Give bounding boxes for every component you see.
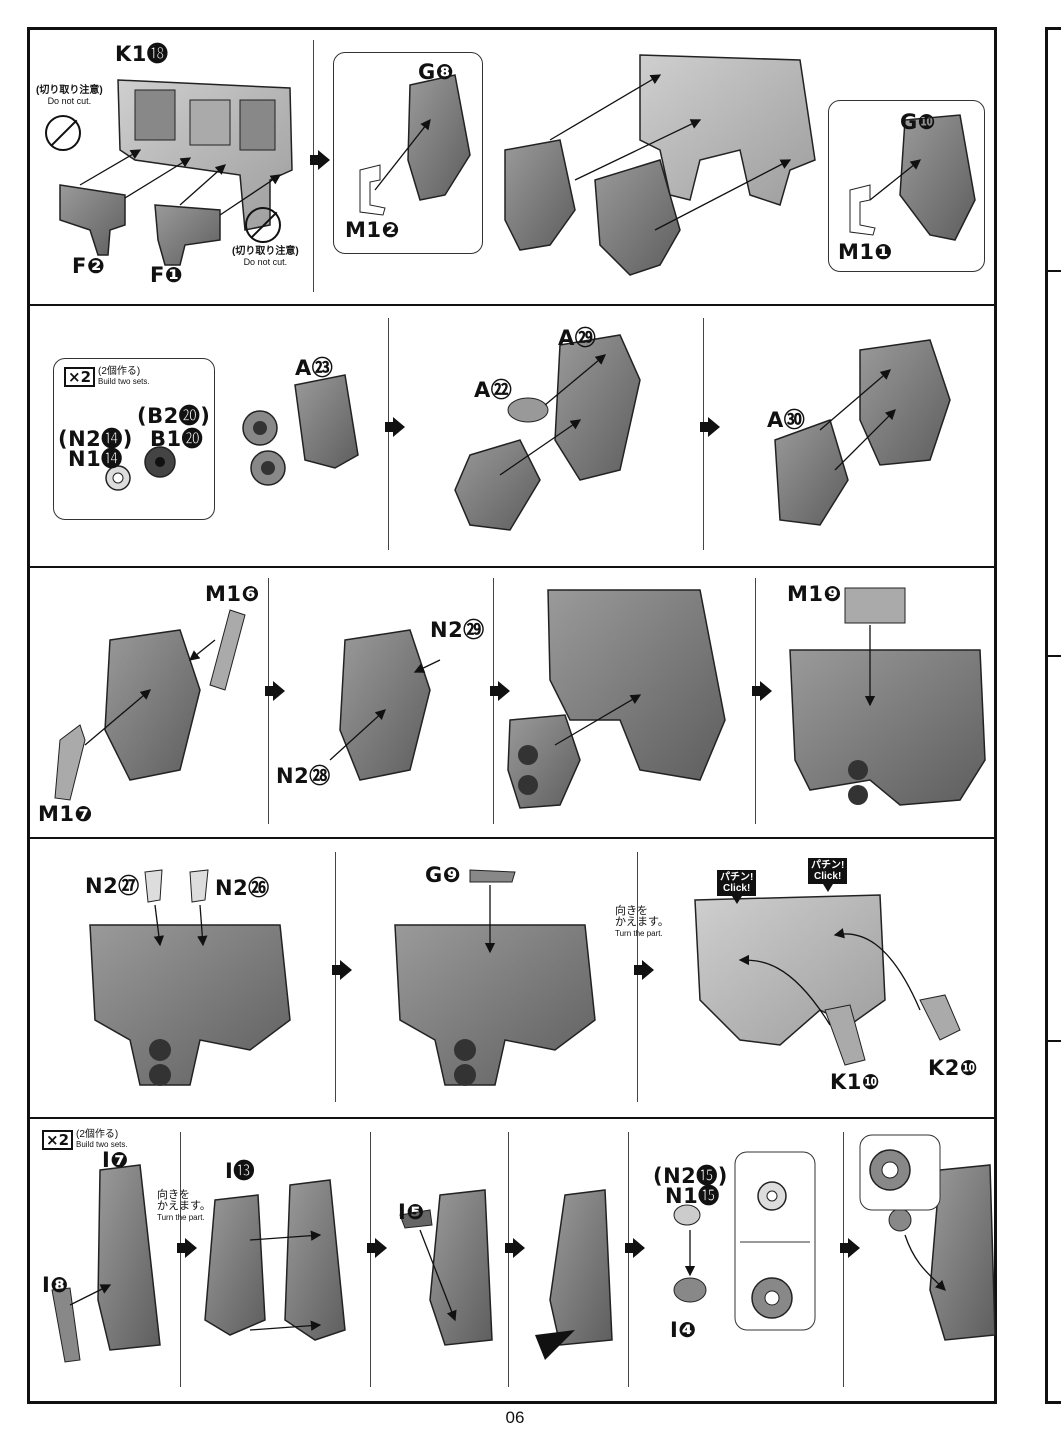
substep-divider (180, 1132, 181, 1387)
label-n2-15: (N2⓯) (653, 1164, 728, 1188)
click-callout-left: パチン!Click! (717, 870, 757, 904)
label-n2-28: N2㉘ (276, 764, 331, 788)
step-arrow (177, 1238, 197, 1258)
callout-x2-joint (53, 358, 215, 520)
substep-divider (628, 1132, 629, 1387)
label-n2-27: N2㉗ (85, 874, 140, 898)
page-number: 06 (505, 1408, 525, 1427)
step-arrow (332, 960, 352, 980)
step-arrow (265, 681, 285, 701)
label-g8: G❽ (418, 60, 455, 84)
substep-divider (268, 578, 269, 824)
label-m1-1: M1❶ (838, 240, 893, 264)
step-arrow (625, 1238, 645, 1258)
substep-divider (637, 852, 638, 1102)
label-n2-26: N2㉖ (215, 876, 270, 900)
next-page-frame (1045, 27, 1061, 1404)
step-arrow (385, 417, 405, 437)
label-k2-10: K2❿ (928, 1056, 979, 1080)
label-a22: A㉒ (474, 378, 513, 402)
label-a30: A㉚ (767, 408, 806, 432)
label-n2-14: (N2⓮) (58, 427, 133, 451)
step-divider (30, 304, 995, 306)
arm-piece-a29 (454, 334, 641, 531)
substep-divider (493, 578, 494, 824)
label-b2-20: (B2⓴) (137, 404, 211, 428)
step-divider (30, 837, 995, 839)
step-arrow (310, 150, 330, 170)
build-two-sets-badge: ×2 (2個作る)Build two sets. (64, 367, 150, 387)
step-arrow (752, 681, 772, 701)
substep-divider (755, 578, 756, 824)
substep-divider (313, 40, 314, 292)
next-page-divider (1045, 655, 1061, 657)
substep-divider (843, 1132, 844, 1387)
label-i8: I❽ (42, 1273, 69, 1297)
step-arrow (505, 1238, 525, 1258)
substep-divider (703, 318, 704, 550)
turn-part-note: 向きを かえます。 Turn the part. (157, 1189, 211, 1223)
label-i7: I❼ (102, 1148, 129, 1172)
armor-assembly (359, 54, 976, 276)
label-n1-15: N1⓯ (665, 1184, 720, 1208)
step-arrow (490, 681, 510, 701)
do-not-cut-note-bottom: (切り取り注意) Do not cut. (232, 246, 299, 268)
substep-divider (388, 318, 389, 550)
label-k1-10: K1❿ (830, 1070, 881, 1094)
part-f1 (154, 204, 221, 266)
label-i4: I❹ (670, 1318, 697, 1342)
label-m1-2: M1❷ (345, 218, 400, 242)
label-i5: I❺ (398, 1200, 425, 1224)
step-arrow (634, 960, 654, 980)
leg-parts (51, 1164, 996, 1363)
label-n1-14: N1⓮ (68, 447, 123, 471)
label-b1-20: B1⓴ (150, 427, 204, 451)
joint-discs (105, 410, 286, 491)
part-a23 (294, 374, 359, 469)
callout-g8 (333, 52, 483, 254)
step-arrow (367, 1238, 387, 1258)
label-f1: F❶ (150, 263, 184, 287)
torso-assembly (89, 869, 961, 1086)
substep-divider (335, 852, 336, 1102)
do-not-cut-note-top: (切り取り注意) Do not cut. (36, 85, 103, 107)
instruction-frame (27, 27, 997, 1404)
step-divider (30, 1117, 995, 1119)
step-arrow (840, 1238, 860, 1258)
click-callout-right: パチン!Click! (808, 858, 848, 892)
next-page-divider (1045, 270, 1061, 272)
label-m1-7: M1❼ (38, 802, 93, 826)
label-f2: F❷ (72, 254, 106, 278)
substep-divider (508, 1132, 509, 1387)
label-m1-9: M1❾ (787, 582, 842, 606)
part-f2 (59, 184, 126, 256)
label-a29: A㉙ (558, 326, 597, 350)
step-arrow (700, 417, 720, 437)
turn-part-note: 向きを かえます。 Turn the part. (615, 905, 669, 939)
arm-assembly (54, 587, 986, 809)
label-n2-29: N2㉙ (430, 618, 485, 642)
callout-g10 (828, 100, 985, 272)
step-divider (30, 566, 995, 568)
build-two-sets-badge: ×2 (2個作る)Build two sets. (42, 1130, 128, 1150)
label-g9: G❾ (425, 863, 462, 887)
label-k1-18: K1⓲ (115, 42, 169, 66)
nippers-prohibited-icon (245, 207, 281, 243)
substep-divider (370, 1132, 371, 1387)
label-a23: A㉓ (295, 356, 334, 380)
callout-ring-detail (734, 1134, 941, 1331)
label-g10: G❿ (900, 110, 937, 134)
next-page-divider (1045, 1040, 1061, 1042)
nippers-prohibited-icon (45, 115, 81, 151)
label-m1-6: M1❻ (205, 582, 260, 606)
frame-part-k1 (117, 79, 293, 231)
label-i13: I⓭ (225, 1159, 255, 1183)
